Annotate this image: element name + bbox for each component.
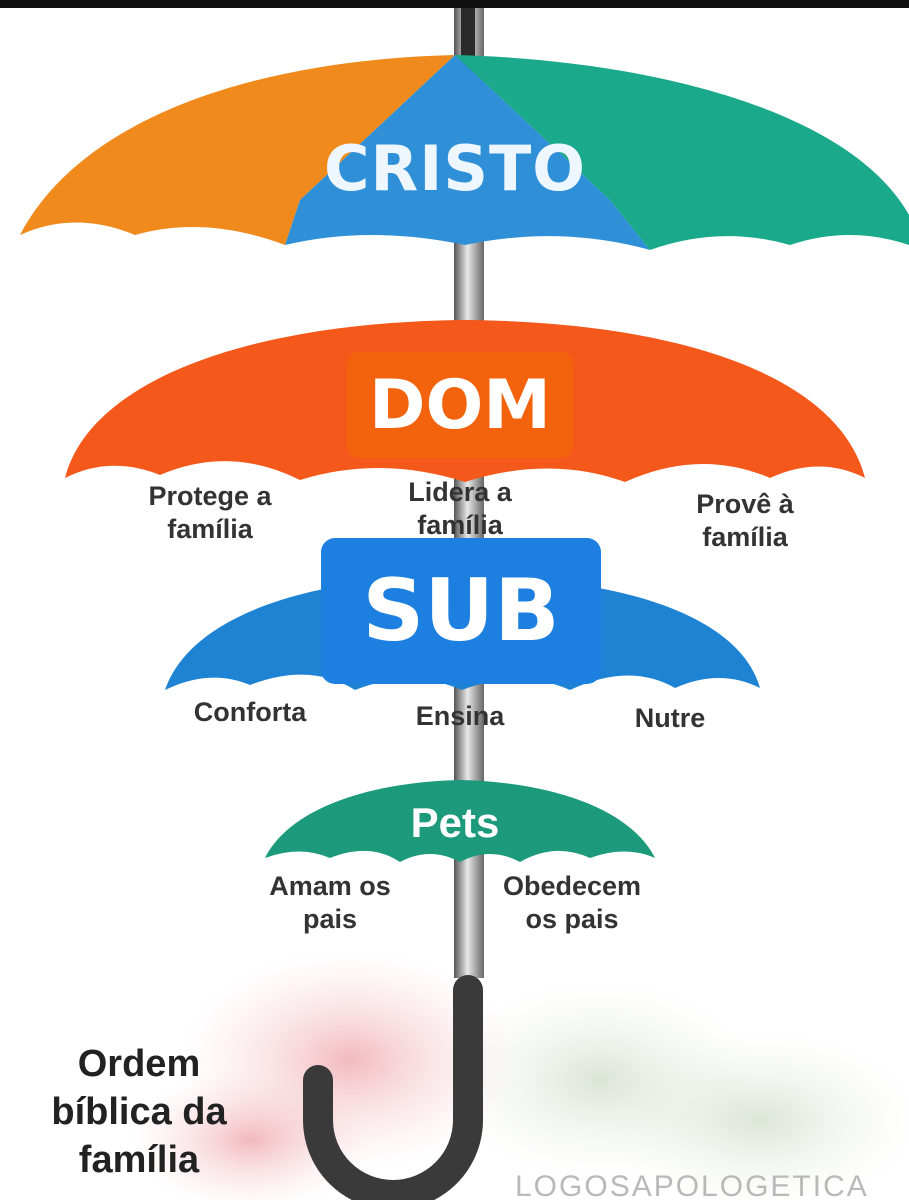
watermark: LOGOSAPOLOGETICA [515,1170,869,1200]
dom-badge: DOM [347,352,573,458]
dom-label-lidera: Lidera a família [408,477,512,540]
sub-badge: SUB [321,538,601,684]
cristo-umbrella [20,55,909,250]
diagram-caption: Ordem bíblica da família [51,1043,227,1181]
dom-label-prove: Provê à família [696,489,794,552]
pets-umbrella [265,780,655,862]
top-bar [0,0,909,8]
dom-label-protege: Protege a família [148,481,272,544]
pets-label-amam: Amam os pais [269,871,391,934]
cristo-label: CRISTO [324,131,586,205]
dom-badge-label: DOM [369,365,551,445]
umbrella-handle-icon [303,975,483,1200]
pets-label-obedecem: Obedecem os pais [502,871,642,934]
sub-label-nutre: Nutre [634,703,706,733]
floral-background [130,950,909,1200]
sub-label-ensina: Ensina [415,701,505,731]
sub-badge-label: SUB [362,561,560,661]
pets-label: Pets [410,799,500,846]
sub-label-conforta: Conforta [193,697,307,727]
